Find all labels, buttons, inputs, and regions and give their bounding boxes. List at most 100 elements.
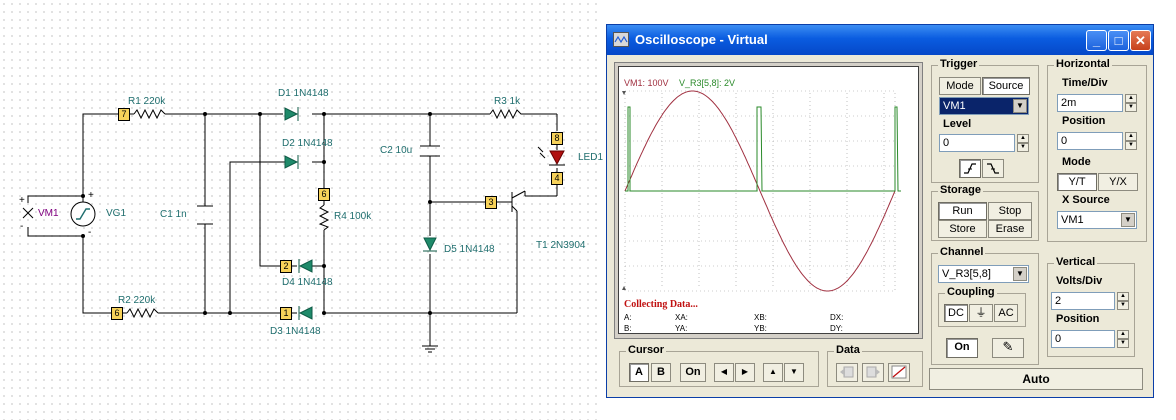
readout-xa: XA: xyxy=(675,313,688,322)
status-text: Collecting Data... xyxy=(624,299,698,310)
down-arrow-icon[interactable]: ▼ xyxy=(1117,301,1129,310)
label-d3: D3 1N4148 xyxy=(270,326,321,337)
stop-button[interactable]: Stop xyxy=(988,202,1032,220)
mode-yt-button[interactable]: Y/T xyxy=(1057,173,1097,191)
cursor-up-button[interactable]: ▲ xyxy=(763,363,783,382)
coupling-dc-button[interactable]: DC xyxy=(944,304,968,322)
down-arrow-icon[interactable]: ▼ xyxy=(1125,141,1137,150)
down-arrow-icon[interactable]: ▼ xyxy=(1017,143,1029,152)
erase-button[interactable]: Erase xyxy=(988,220,1032,238)
up-arrow-icon[interactable]: ▲ xyxy=(1117,330,1129,339)
coupling-gnd-button[interactable]: ⏚ xyxy=(969,304,993,322)
minimize-button[interactable]: _ xyxy=(1086,30,1107,51)
label-r4: R4 100k xyxy=(334,211,372,222)
channel-select[interactable]: V_R3[5,8] ▼ xyxy=(938,265,1029,283)
up-arrow-icon[interactable]: ▲ xyxy=(1017,134,1029,143)
readout-dx: DX: xyxy=(830,313,844,322)
cursor-on-button[interactable]: On xyxy=(680,363,706,382)
node-6: 6 xyxy=(318,188,330,201)
up-arrow-icon[interactable]: ▲ xyxy=(1125,132,1137,141)
store-button[interactable]: Store xyxy=(938,220,987,238)
node-4: 4 xyxy=(551,172,563,185)
trigger-mode-button[interactable]: Mode xyxy=(939,77,981,95)
time-div-input[interactable]: 2m xyxy=(1057,94,1123,112)
data-diagram-button[interactable] xyxy=(888,363,910,382)
trigger-level-stepper[interactable]: ▲▼ xyxy=(1017,134,1029,153)
label-d2: D2 1N4148 xyxy=(282,138,333,149)
cursor-down-button[interactable]: ▼ xyxy=(784,363,804,382)
vertical-group: Vertical Volts/Div 2 ▲▼ Position 0 ▲▼ xyxy=(1047,256,1135,357)
coupling-group: Coupling DC ⏚ AC xyxy=(938,286,1026,327)
cursor-b-button[interactable]: B xyxy=(651,363,671,382)
trigger-group: Trigger Mode Source VM1 ▼ Level 0 ▲▼ xyxy=(931,58,1039,183)
horizontal-position-input[interactable]: 0 xyxy=(1057,132,1123,150)
label-r2: R2 220k xyxy=(118,295,156,306)
volts-div-label: Volts/Div xyxy=(1056,275,1103,287)
data-group: Data xyxy=(827,344,923,387)
up-arrow-icon[interactable]: ▲ xyxy=(1117,292,1129,301)
window-title: Oscilloscope - Virtual xyxy=(635,32,768,47)
label-r1: R1 220k xyxy=(128,96,166,107)
vertical-position-stepper[interactable]: ▲▼ xyxy=(1117,330,1129,349)
cursor-right-button[interactable]: ▶ xyxy=(735,363,755,382)
coupling-title: Coupling xyxy=(945,286,997,298)
label-c1: C1 1n xyxy=(160,209,187,220)
trigger-source-select[interactable]: VM1 ▼ xyxy=(939,97,1029,115)
chevron-down-icon[interactable]: ▼ xyxy=(1013,267,1027,281)
app-icon xyxy=(613,32,629,47)
rising-edge-button[interactable] xyxy=(959,159,981,178)
trigger-level-input[interactable]: 0 xyxy=(939,134,1015,152)
x-source-value: VM1 xyxy=(1061,214,1084,226)
data-import-button[interactable] xyxy=(836,363,858,382)
rising-edge-icon xyxy=(964,163,976,174)
maximize-button[interactable]: □ xyxy=(1108,30,1129,51)
down-arrow-icon[interactable]: ▼ xyxy=(1117,339,1129,348)
label-vm1: VM1 xyxy=(38,208,59,219)
readout-yb: YB: xyxy=(754,324,767,333)
channel-value: V_R3[5,8] xyxy=(942,268,991,280)
channel-color-pen-button[interactable]: ✎ xyxy=(992,338,1024,358)
cursor-title: Cursor xyxy=(626,344,667,356)
trigger-source-button[interactable]: Source xyxy=(982,77,1030,95)
time-div-stepper[interactable]: ▲▼ xyxy=(1125,94,1137,113)
horizontal-position-stepper[interactable]: ▲▼ xyxy=(1125,132,1137,151)
trigger-source-value: VM1 xyxy=(943,100,966,112)
x-source-select[interactable]: VM1 ▼ xyxy=(1057,211,1137,229)
down-arrow-icon[interactable]: ▼ xyxy=(1125,103,1137,112)
close-button[interactable]: ✕ xyxy=(1130,30,1151,51)
node-6-bottom: 6 xyxy=(111,307,123,320)
up-arrow-icon[interactable]: ▲ xyxy=(1125,94,1137,103)
mode-yx-button[interactable]: Y/X xyxy=(1098,173,1138,191)
import-icon xyxy=(840,366,854,378)
auto-button[interactable]: Auto xyxy=(929,368,1143,390)
vm1-minus: - xyxy=(20,221,24,232)
node-8: 8 xyxy=(551,132,563,145)
waveform-plot xyxy=(622,90,901,292)
header-vm1: VM1: 100V xyxy=(624,78,669,88)
vertical-position-input[interactable]: 0 xyxy=(1051,330,1115,348)
coupling-ac-button[interactable]: AC xyxy=(994,304,1018,322)
storage-title: Storage xyxy=(938,184,983,196)
vm1-trace xyxy=(624,90,896,292)
channel-on-button[interactable]: On xyxy=(946,338,978,358)
schematic-canvas[interactable]: 7 6 6 2 1 3 8 4 R1 220k R2 220k R3 1k R4… xyxy=(0,0,604,420)
label-led1: LED1 xyxy=(578,152,604,163)
chevron-down-icon[interactable]: ▼ xyxy=(1013,99,1027,113)
chevron-down-icon[interactable]: ▼ xyxy=(1121,213,1135,227)
volts-div-input[interactable]: 2 xyxy=(1051,292,1115,310)
falling-edge-icon xyxy=(987,163,999,174)
horizontal-group: Horizontal Time/Div 2m ▲▼ Position 0 ▲▼ … xyxy=(1047,58,1147,242)
oscilloscope-window[interactable]: Oscilloscope - Virtual _ □ ✕ VM1: 100V V… xyxy=(606,24,1154,398)
run-button[interactable]: Run xyxy=(938,202,987,220)
cursor-left-button[interactable]: ◀ xyxy=(714,363,734,382)
label-c2: C2 10u xyxy=(380,145,413,156)
data-export-button[interactable] xyxy=(862,363,884,382)
volts-div-stepper[interactable]: ▲▼ xyxy=(1117,292,1129,311)
time-div-label: Time/Div xyxy=(1062,77,1108,89)
scope-screen[interactable]: VM1: 100V V_R3[5,8]: 2V xyxy=(618,66,919,334)
label-vg1: VG1 xyxy=(106,208,127,219)
data-title: Data xyxy=(834,344,862,356)
cursor-a-button[interactable]: A xyxy=(629,363,649,382)
title-bar[interactable]: Oscilloscope - Virtual _ □ ✕ xyxy=(607,25,1153,55)
falling-edge-button[interactable] xyxy=(982,159,1004,178)
